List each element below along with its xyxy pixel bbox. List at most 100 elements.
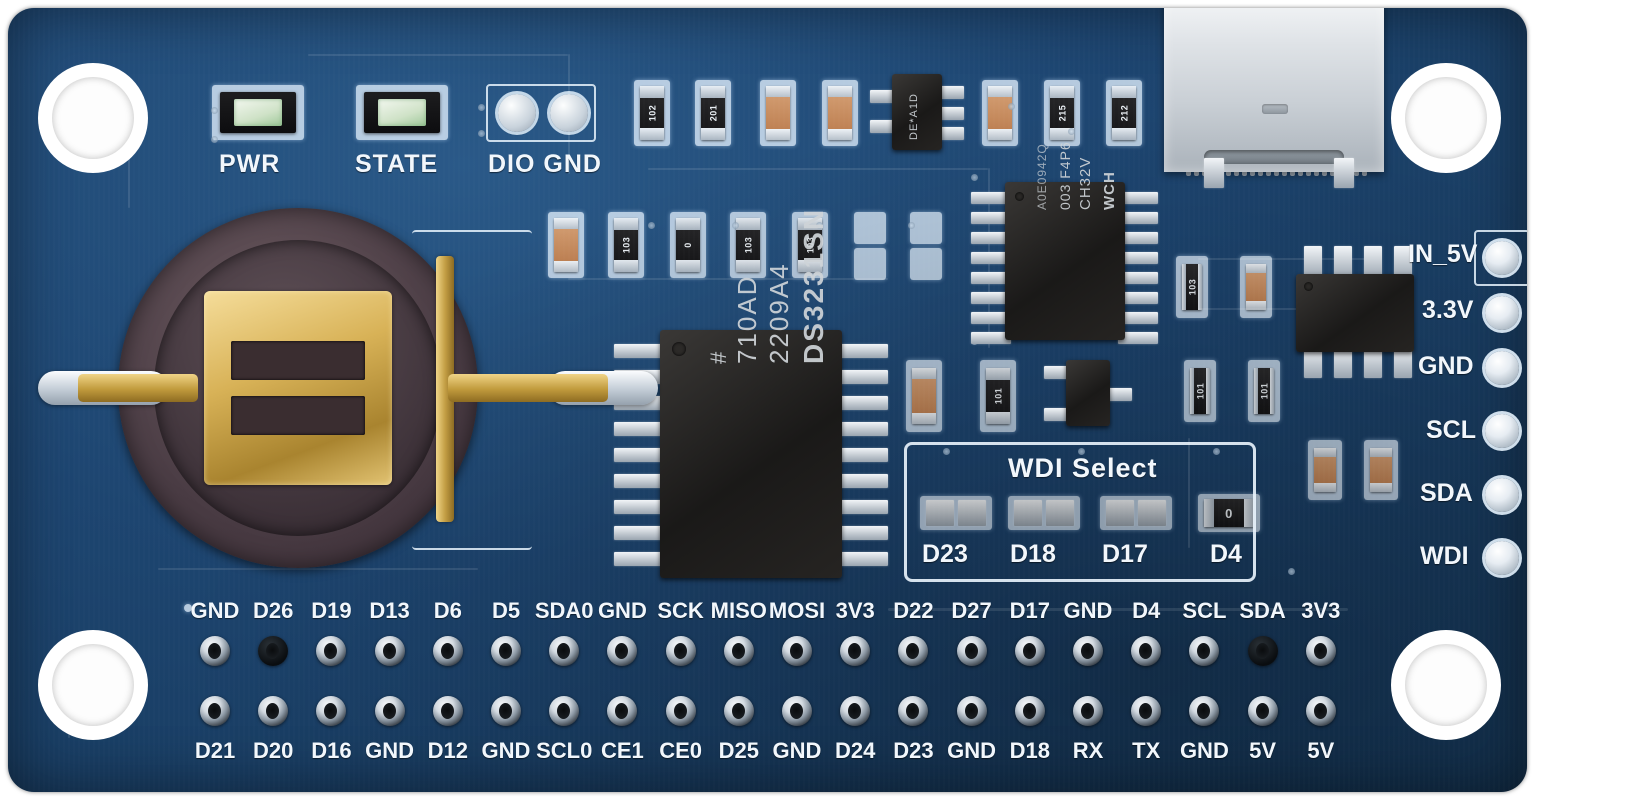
capacitor-top-2 (828, 86, 852, 140)
gpio-hole-top-miso[interactable] (723, 636, 754, 666)
state-led (364, 92, 440, 133)
usb-c-connector[interactable] (1164, 8, 1384, 172)
state-label: STATE (355, 150, 439, 178)
gpio-hole-bottom-5v[interactable] (1305, 696, 1336, 726)
gpio-hole-bottom-d25[interactable] (723, 696, 754, 726)
gpio-hole-top-d27[interactable] (956, 636, 987, 666)
wdi-select-outline (904, 442, 1256, 582)
gpio-hole-top-sda0[interactable] (549, 636, 580, 666)
gpio-hole-bottom-ce1[interactable] (607, 696, 638, 726)
capacitor-right-1 (1246, 264, 1266, 310)
gpio-label-bottom-ce0: CE0 (659, 738, 702, 763)
gpio-hole-bottom-scl0[interactable] (549, 696, 580, 726)
pwr-label: PWR (219, 150, 281, 178)
side-pin-label-scl: SCL (1426, 416, 1476, 444)
side-pin-label-wdi: WDI (1420, 542, 1469, 570)
gnd-test-point[interactable] (550, 94, 588, 132)
gpio-hole-bottom-d12[interactable] (432, 696, 463, 726)
side-pin-wdi[interactable] (1485, 541, 1519, 575)
capacitor-low-1 (912, 368, 936, 424)
gpio-hole-top-d17[interactable] (1014, 636, 1045, 666)
regulator-sot23: DE*A1D (892, 74, 942, 150)
gpio-label-top-d13: D13 (369, 598, 410, 623)
wdi-jumper-resistor-d4: 0 (1204, 499, 1254, 527)
resistor-101-a: 101 (986, 368, 1010, 424)
gpio-label-top-d19: D19 (311, 598, 352, 623)
gpio-hole-bottom-ce0[interactable] (665, 696, 696, 726)
gpio-label-top-d22: D22 (893, 598, 934, 623)
wdi-jumper-label-d23: D23 (922, 540, 968, 568)
dio-test-point[interactable] (498, 94, 536, 132)
gpio-label-top-sck: SCK (657, 598, 704, 623)
gpio-hole-top-d26[interactable] (258, 636, 289, 666)
gpio-label-top-d26: D26 (253, 598, 294, 623)
gpio-hole-bottom-d21[interactable] (200, 696, 230, 726)
side-pin-label-in5v: IN_5V (1408, 240, 1478, 268)
coin-cell-holder[interactable] (38, 208, 658, 568)
gpio-hole-top-d5[interactable] (491, 636, 521, 666)
test-point-label: DIO GND (488, 150, 602, 178)
side-pin-scl[interactable] (1485, 414, 1519, 448)
gpio-label-top-scl: SCL (1182, 598, 1227, 623)
resistor-212: 212 (1112, 86, 1136, 140)
gpio-hole-top-gnd[interactable] (1073, 636, 1103, 666)
side-pin-label-gnd: GND (1418, 352, 1474, 380)
gpio-hole-top-gnd[interactable] (607, 636, 638, 666)
wdi-jumper-label-d17: D17 (1102, 540, 1148, 568)
gpio-hole-top-sck[interactable] (665, 636, 696, 666)
gpio-hole-top-d4[interactable] (1131, 636, 1162, 666)
gpio-label-top-sda: SDA (1239, 598, 1286, 623)
wdi-jumper-label-d4: D4 (1210, 540, 1242, 568)
resistor-215: 215 (1050, 86, 1074, 140)
gpio-hole-top-gnd[interactable] (200, 636, 230, 666)
side-pin-in5v[interactable] (1485, 241, 1519, 275)
gpio-hole-bottom-d23[interactable] (898, 696, 929, 726)
gpio-hole-top-d22[interactable] (898, 636, 929, 666)
gpio-hole-bottom-gnd[interactable] (491, 696, 521, 726)
gpio-hole-top-d19[interactable] (316, 636, 347, 666)
battery-silk-outline (412, 230, 532, 550)
gpio-hole-top-3v3[interactable] (840, 636, 871, 666)
gpio-label-bottom-d25: D25 (718, 738, 759, 763)
gpio-hole-bottom-d16[interactable] (316, 696, 347, 726)
side-pin-gnd[interactable] (1485, 351, 1519, 385)
gpio-hole-top-sda[interactable] (1247, 636, 1278, 666)
resistor-0-a: 0 (676, 218, 700, 272)
gpio-label-bottom-5v: 5V (1307, 738, 1335, 763)
gpio-label-top-d27: D27 (951, 598, 992, 623)
gpio-hole-bottom-tx[interactable] (1131, 696, 1162, 726)
gpio-label-top-gnd: GND (190, 598, 240, 623)
gpio-label-bottom-gnd: GND (365, 738, 415, 763)
gpio-hole-bottom-gnd[interactable] (782, 696, 812, 726)
capacitor-top-1 (766, 86, 790, 140)
gpio-hole-bottom-gnd[interactable] (1189, 696, 1220, 726)
mcu-chip: WCH CH32V 003 F4P6 A0E0942Q (1005, 141, 1125, 340)
gpio-label-top-mosi: MOSI (768, 598, 826, 623)
mounting-hole-bottom-right (1391, 630, 1501, 740)
gpio-hole-bottom-d18[interactable] (1014, 696, 1045, 726)
gpio-label-top-3v3: 3V3 (1301, 598, 1341, 623)
side-pin-sda[interactable] (1485, 478, 1519, 512)
gpio-hole-top-mosi[interactable] (782, 636, 812, 666)
gpio-label-bottom-rx: RX (1072, 738, 1104, 763)
capacitor-top-3 (988, 86, 1012, 140)
resistor-101-b: 101 (1190, 368, 1210, 414)
gpio-label-bottom-d16: D16 (311, 738, 352, 763)
wdi-jumper-label-d18: D18 (1010, 540, 1056, 568)
gpio-hole-top-scl[interactable] (1189, 636, 1220, 666)
gpio-hole-bottom-rx[interactable] (1073, 696, 1103, 726)
gpio-hole-bottom-gnd[interactable] (374, 696, 405, 726)
gpio-label-bottom-5v: 5V (1249, 738, 1277, 763)
gpio-hole-bottom-d24[interactable] (840, 696, 871, 726)
gpio-hole-top-d13[interactable] (374, 636, 405, 666)
gpio-hole-top-3v3[interactable] (1305, 636, 1336, 666)
side-pin-33v[interactable] (1485, 296, 1519, 330)
gpio-label-top-d4: D4 (1132, 598, 1161, 623)
gpio-label-bottom-gnd: GND (947, 738, 997, 763)
gpio-hole-top-d6[interactable] (432, 636, 463, 666)
gpio-hole-bottom-d20[interactable] (258, 696, 289, 726)
gpio-hole-bottom-gnd[interactable] (956, 696, 987, 726)
gpio-label-top-miso: MISO (710, 598, 767, 623)
gpio-hole-bottom-5v[interactable] (1247, 696, 1278, 726)
